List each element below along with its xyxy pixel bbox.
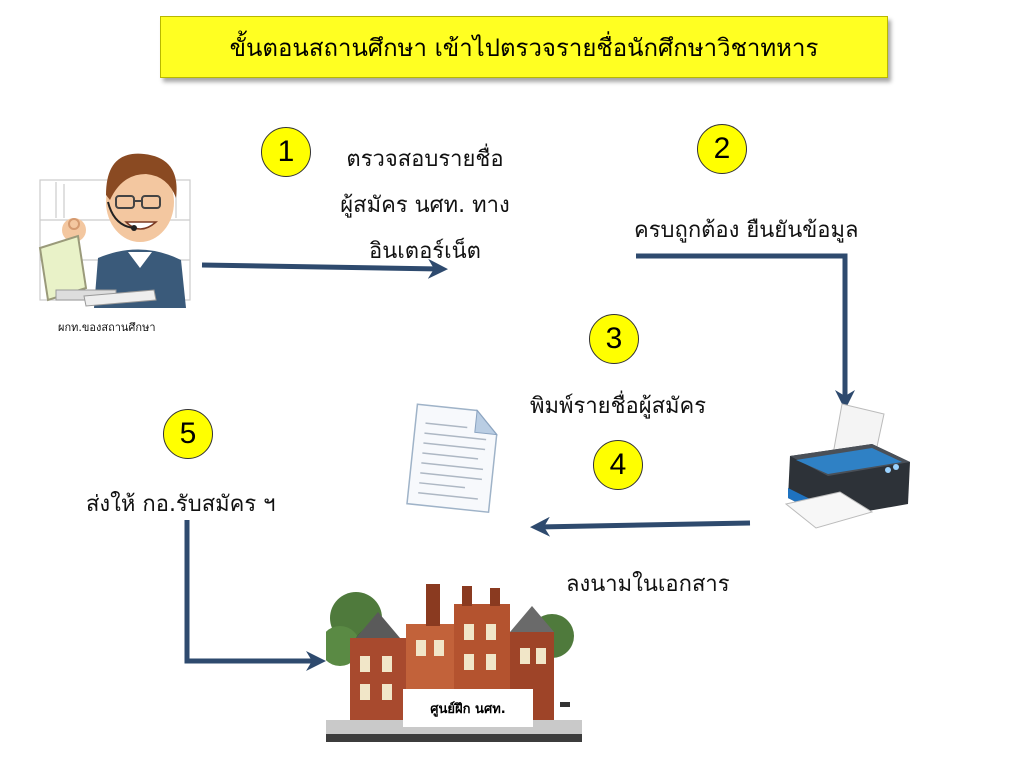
- step-5-label: ส่งให้ กอ.รับสมัคร ฯ: [86, 492, 276, 517]
- step-3-number: 3: [589, 314, 639, 364]
- arrow-step2: [636, 253, 855, 410]
- diagram-title: ขั้นตอนสถานศึกษา เข้าไปตรวจรายชื่อนักศึก…: [160, 16, 888, 78]
- step-2-label: ครบถูกต้อง ยืนยันข้อมูล: [634, 218, 859, 243]
- printer-icon: [776, 400, 916, 532]
- step-2-number: 2: [697, 124, 747, 174]
- step-5-number: 5: [163, 409, 213, 459]
- step-1-label-line-1: ตรวจสอบรายชื่อ: [346, 147, 504, 172]
- step-1-number: 1: [261, 127, 311, 177]
- building-sign: ศูนย์ฝึก นศท.: [403, 689, 533, 727]
- arrow-step4: [530, 516, 751, 537]
- document-icon: [398, 400, 504, 516]
- actor-caption: ผกท.ของสถานศึกษา: [58, 321, 156, 334]
- training-center-building-icon: [326, 576, 582, 742]
- step-1-label-line-3: อินเตอร์เน็ต: [369, 239, 481, 264]
- step-4-number: 4: [593, 440, 643, 490]
- step-3-label: พิมพ์รายชื่อผู้สมัคร: [530, 394, 707, 419]
- step-4-label: ลงนามในเอกสาร: [566, 572, 730, 597]
- arrow-step1: [201, 258, 448, 279]
- arrow-step5: [184, 520, 326, 671]
- person-at-computer-icon: [36, 140, 206, 310]
- step-1-label-line-2: ผู้สมัคร นศท. ทาง: [340, 193, 510, 218]
